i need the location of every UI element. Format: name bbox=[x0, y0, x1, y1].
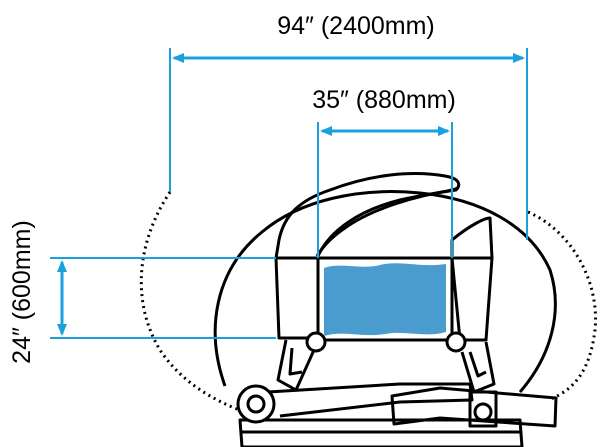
opening-window-frame bbox=[316, 256, 454, 342]
left-swing-arc bbox=[139, 191, 251, 416]
right-bracket bbox=[460, 341, 496, 394]
opening-width-label: 35″ (880mm) bbox=[312, 86, 456, 114]
right-pivot-pin bbox=[445, 331, 467, 353]
left-side-frame bbox=[274, 257, 320, 340]
cylinder-pin bbox=[473, 402, 493, 422]
hood-flap bbox=[316, 186, 459, 257]
right-panel bbox=[450, 216, 494, 259]
right-bracket-inner bbox=[468, 351, 487, 378]
wheel-outer bbox=[236, 384, 276, 424]
outer-body bbox=[213, 190, 557, 393]
left-bracket-inner bbox=[288, 347, 303, 376]
cylinder-bracket bbox=[468, 390, 498, 428]
overall-width-label: 94″ (2400mm) bbox=[277, 12, 435, 40]
hood bbox=[274, 172, 461, 259]
opening-area bbox=[324, 263, 446, 336]
machine-outline bbox=[139, 172, 598, 447]
left-pivot-pin bbox=[305, 331, 327, 353]
cylinder-body bbox=[390, 386, 558, 428]
left-bracket bbox=[276, 339, 316, 392]
dimension-lines bbox=[50, 48, 528, 339]
opening-height-label: 24″ (600mm) bbox=[8, 220, 36, 364]
right-swing-arc bbox=[527, 210, 598, 402]
wheel-inner bbox=[246, 394, 266, 414]
